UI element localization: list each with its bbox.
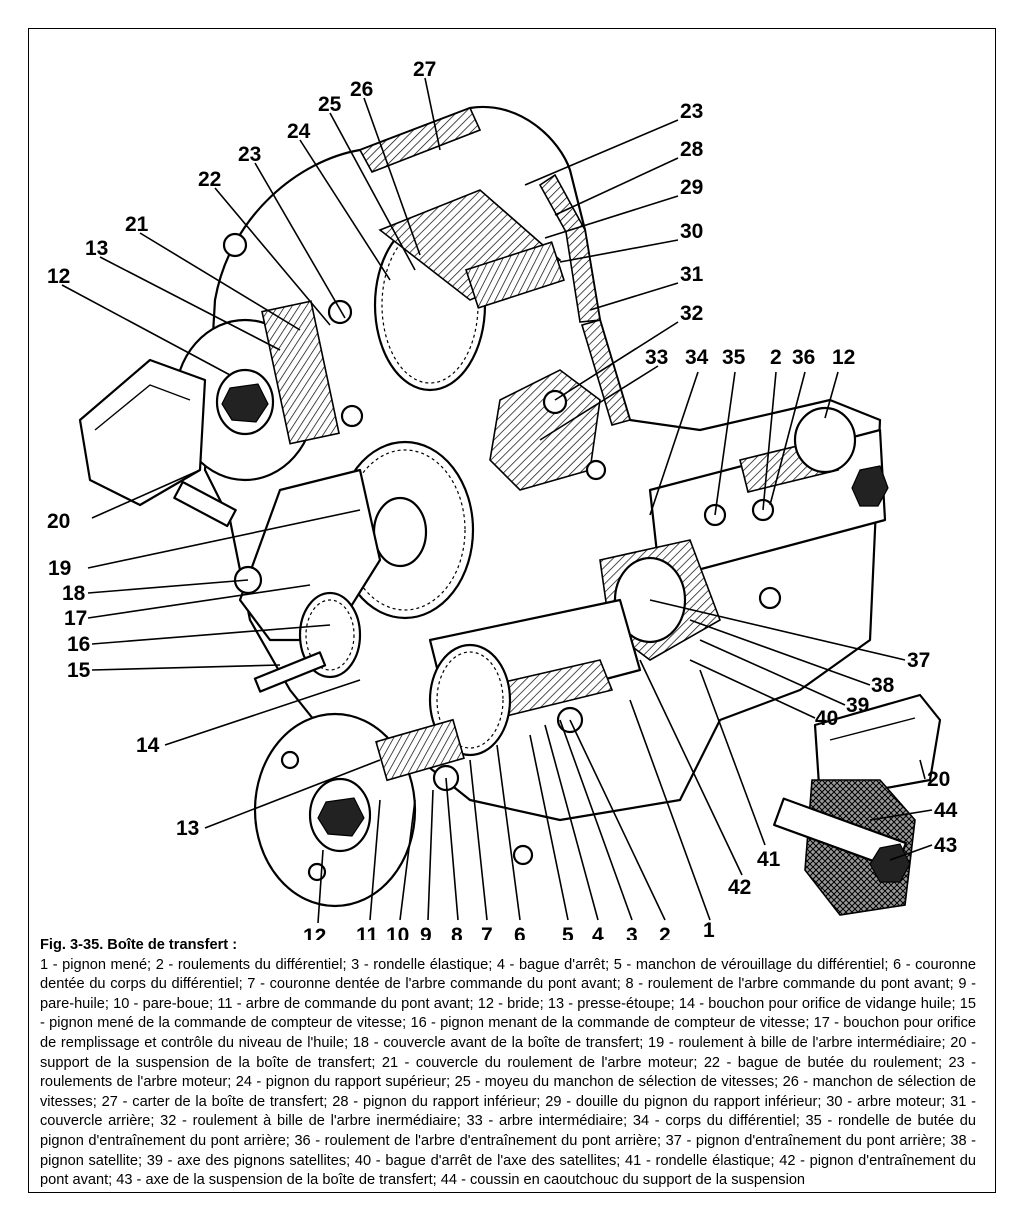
callout-18: 18	[62, 582, 86, 605]
callout-43: 43	[934, 834, 957, 857]
callout-24: 24	[287, 120, 311, 143]
callout-25: 25	[318, 93, 342, 116]
left-suspension-bracket	[78, 232, 248, 528]
callout-20-right: 20	[927, 768, 950, 791]
callout-11: 11	[356, 924, 379, 940]
figure-legend: 1 - pignon mené; 2 - roulements du diffé…	[40, 956, 976, 1189]
callout-37: 37	[907, 649, 930, 672]
callout-38: 38	[871, 674, 895, 697]
callout-19: 19	[48, 557, 71, 580]
callout-35: 35	[722, 346, 746, 369]
callout-33: 33	[645, 346, 668, 369]
callout-41: 41	[757, 848, 781, 871]
callout-42: 42	[728, 876, 751, 899]
rear-output-shaft	[648, 406, 889, 610]
callout-1: 1	[703, 919, 715, 940]
callout-23-upper-left: 23	[238, 143, 261, 166]
callout-44: 44	[934, 799, 958, 822]
callout-12-right: 12	[832, 346, 855, 369]
callout-21: 21	[125, 213, 149, 236]
transfer-box-drawing: 27 26 25 24 23 22 21 13 12 23 28 29 30 3…	[47, 58, 958, 940]
callout-31: 31	[680, 263, 704, 286]
callout-39: 39	[846, 694, 869, 717]
callout-20-left: 20	[47, 510, 70, 533]
figure-caption: Fig. 3-35. Boîte de transfert : 1 - pign…	[40, 936, 976, 1191]
callout-5: 5	[562, 924, 574, 940]
callout-3: 3	[626, 924, 638, 940]
callout-32: 32	[680, 302, 703, 325]
callout-2-upper: 2	[770, 346, 782, 369]
callout-2-lower: 2	[659, 924, 671, 940]
leader-lines	[61, 77, 933, 924]
callout-8: 8	[451, 924, 463, 940]
upper-gear-train	[373, 189, 565, 392]
callout-4: 4	[592, 924, 604, 940]
callout-22: 22	[198, 168, 221, 191]
callout-12-lower: 12	[303, 925, 326, 940]
callout-40: 40	[815, 707, 838, 730]
callout-34: 34	[685, 346, 709, 369]
callout-labels: 27 26 25 24 23 22 21 13 12 23 28 29 30 3…	[47, 58, 958, 940]
callout-36: 36	[792, 346, 815, 369]
callout-13-upper: 13	[85, 237, 108, 260]
intermediate-shaft	[489, 369, 607, 491]
callout-6: 6	[514, 924, 526, 940]
callout-16: 16	[67, 633, 90, 656]
callout-26: 26	[350, 78, 373, 101]
callout-13-lower: 13	[176, 817, 199, 840]
callout-17: 17	[64, 607, 87, 630]
callout-29: 29	[680, 176, 703, 199]
callout-9: 9	[420, 924, 432, 940]
callout-28: 28	[680, 138, 704, 161]
right-suspension-bracket	[773, 693, 942, 916]
callout-30: 30	[680, 220, 703, 243]
callout-10: 10	[386, 924, 409, 940]
callout-14: 14	[136, 734, 160, 757]
figure-title: Fig. 3-35. Boîte de transfert :	[40, 937, 238, 953]
callout-23-upper-right: 23	[680, 100, 703, 123]
callout-7: 7	[481, 924, 493, 940]
callout-15: 15	[67, 659, 91, 682]
callout-27: 27	[413, 58, 436, 81]
callout-12-upper: 12	[47, 265, 70, 288]
